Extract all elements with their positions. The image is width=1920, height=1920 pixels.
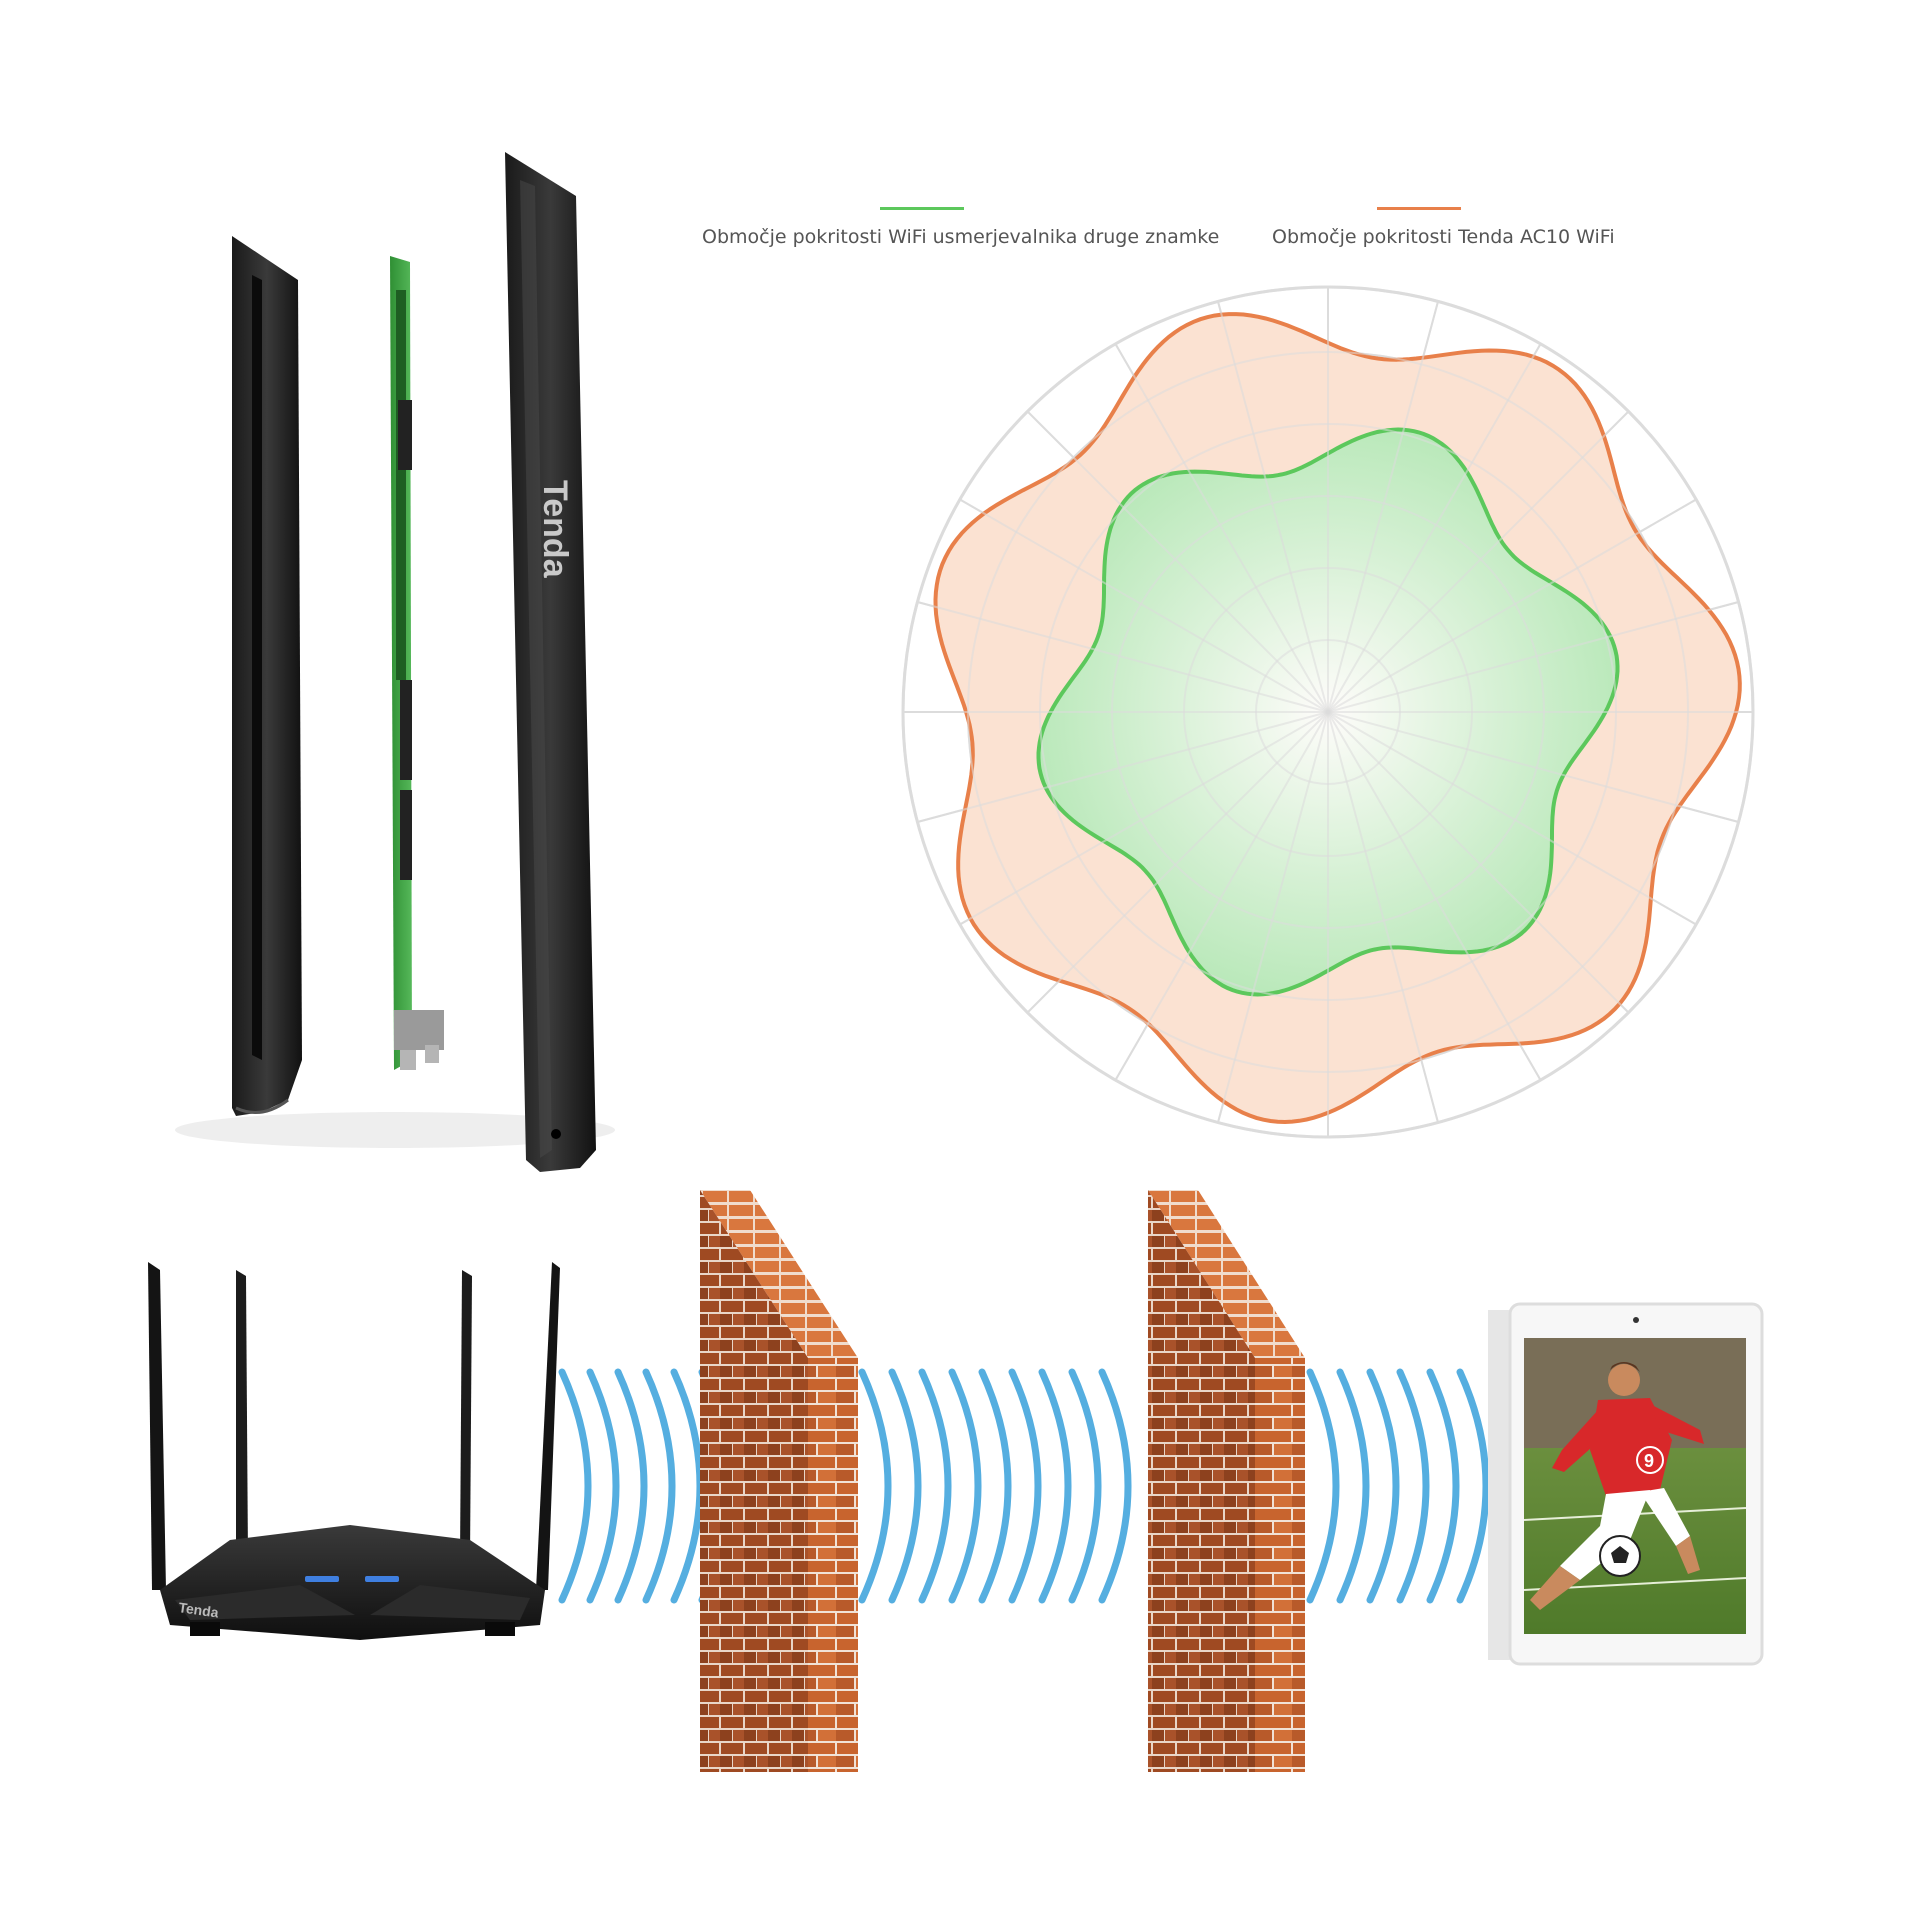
- jersey-number: 9: [1644, 1451, 1654, 1471]
- router-antenna-2: [236, 1270, 248, 1560]
- tablet-camera: [1633, 1317, 1639, 1323]
- router-led-1: [305, 1576, 339, 1582]
- pcb-label: AC6: [410, 735, 427, 767]
- antenna-shell-left: [232, 236, 302, 1116]
- brick-wall-1: [700, 1190, 858, 1772]
- antenna-pcb: AC6: [390, 256, 444, 1070]
- antenna-shadow: [175, 1112, 615, 1148]
- router-led-2: [365, 1576, 399, 1582]
- legend-line-other-brand: [880, 207, 964, 210]
- router-antenna-1: [148, 1262, 166, 1590]
- legend-label-other-brand: Območje pokritosti WiFi usmerjevalnika d…: [702, 226, 1220, 248]
- polar-grid-overlay: [901, 285, 1755, 1139]
- router-foot-left: [190, 1622, 220, 1636]
- router-foot-right: [485, 1622, 515, 1636]
- wifi-signal-waves: [558, 1368, 1490, 1604]
- antenna-exploded-view: AC6 Tenda: [175, 152, 615, 1172]
- legend-line-tenda: [1377, 207, 1461, 210]
- tablet: 9: [1488, 1302, 1764, 1666]
- router: Tenda: [148, 1262, 560, 1640]
- legend-label-tenda: Območje pokritosti Tenda AC10 WiFi: [1272, 226, 1615, 248]
- router-antenna-3: [460, 1270, 472, 1560]
- antenna-shell-right: Tenda: [505, 152, 596, 1172]
- router-brand-logo: Tenda: [178, 1599, 220, 1620]
- antenna-brand-logo: Tenda: [536, 480, 574, 579]
- brick-wall-2: [1148, 1190, 1305, 1772]
- tablet-screen: 9: [1523, 1338, 1747, 1634]
- coverage-polar-chart: [901, 285, 1755, 1139]
- router-antenna-4: [536, 1262, 560, 1590]
